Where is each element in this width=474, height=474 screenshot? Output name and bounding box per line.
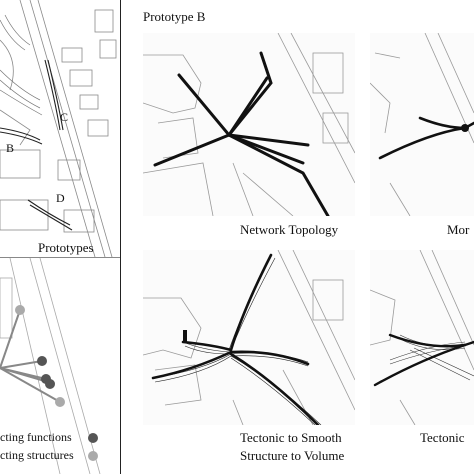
- legend-structures-swatch: [88, 451, 98, 461]
- panel-tectonic-smooth: [143, 250, 355, 425]
- site-label-b: B: [6, 141, 15, 155]
- legend-functions-label: cting functions: [0, 430, 72, 444]
- caption-tectonic-volume: Tectonic: [420, 430, 465, 445]
- left-separator: [0, 257, 120, 258]
- panel-network-topology: [143, 33, 355, 216]
- prototypes-label: Prototypes: [38, 240, 94, 255]
- site-label-c: C: [60, 110, 69, 124]
- connection-diagram-drawing: [0, 258, 101, 474]
- morphology-drawing: [370, 33, 474, 216]
- prototype-b-title: Prototype B: [143, 9, 206, 24]
- panel-tectonic-volume: [370, 250, 474, 425]
- network-topology-drawing: [143, 33, 355, 216]
- column-divider: [120, 0, 121, 474]
- site-plan-map: B C D Prototypes: [0, 0, 120, 257]
- caption-network-topology: Network Topology: [240, 222, 339, 237]
- tectonic-smooth-drawing: [143, 250, 355, 425]
- legend-structures-label: cting structures: [0, 448, 74, 462]
- legend-functions-swatch: [88, 433, 98, 443]
- tectonic-volume-drawing: [370, 250, 474, 425]
- connection-diagram: cting functions cting structures: [0, 258, 120, 474]
- site-label-d: D: [56, 191, 65, 205]
- caption-morphology: Mor: [447, 222, 470, 237]
- caption-tectonic-smooth-line2: Structure to Volume: [240, 448, 345, 463]
- caption-tectonic-smooth-line1: Tectonic to Smooth: [240, 430, 342, 445]
- site-plan-drawing: [0, 0, 117, 257]
- panel-morphology: [370, 33, 474, 216]
